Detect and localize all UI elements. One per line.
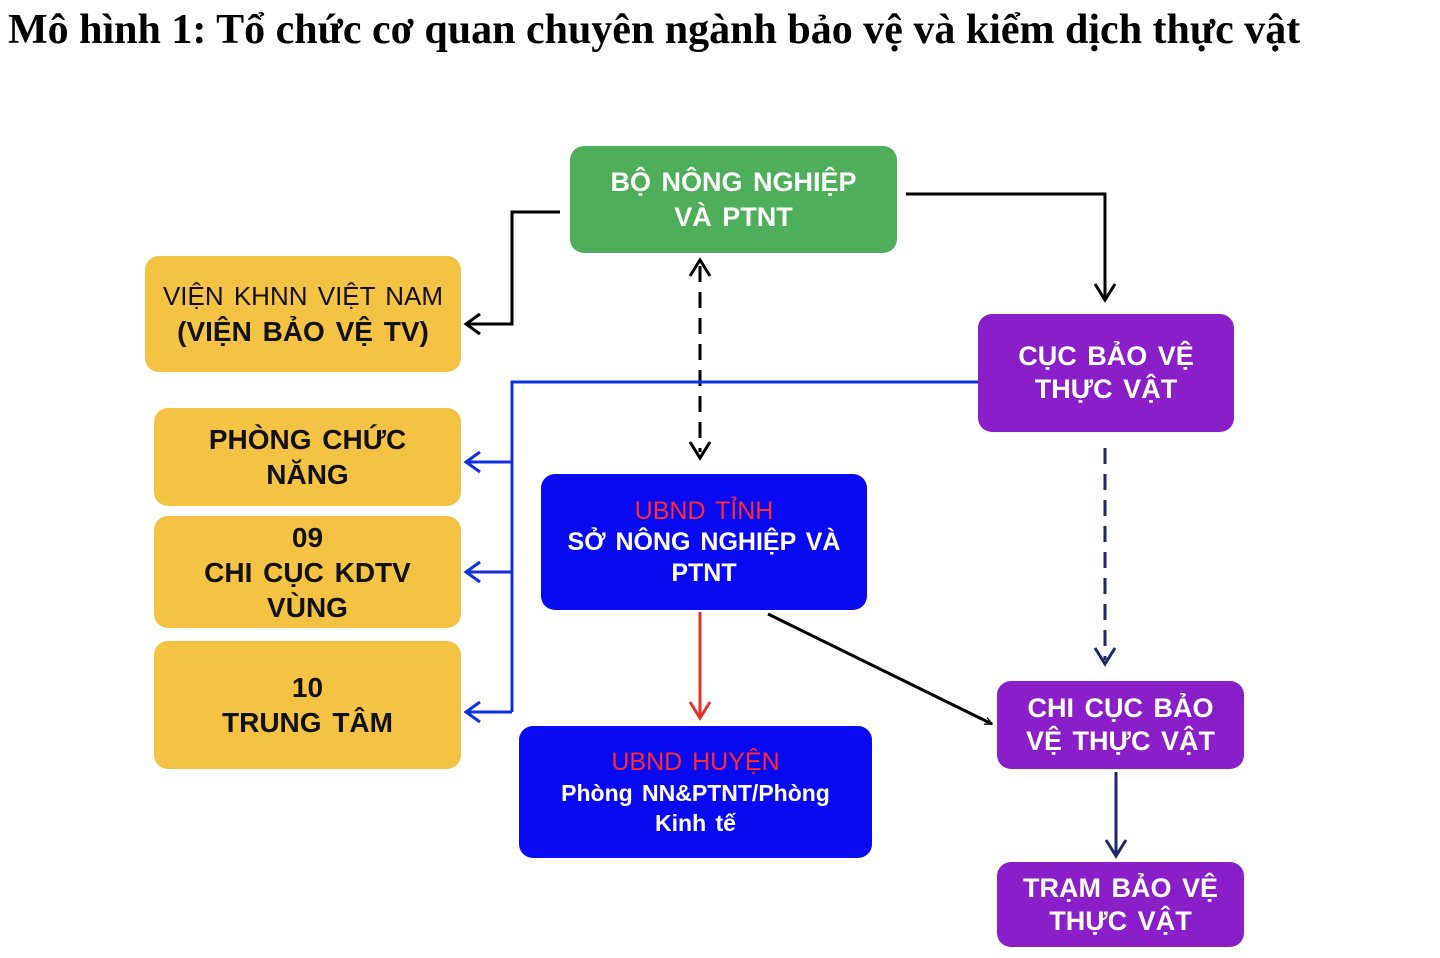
diagram-title: Mô hình 1: Tổ chức cơ quan chuyên ngành … bbox=[8, 7, 1301, 53]
node-bo-nong-nghiep: BỘ NÔNG NGHIỆP VÀ PTNT bbox=[570, 146, 897, 253]
node-trung-tam: 10 TRUNG TÂM bbox=[154, 641, 461, 769]
node-label-line: Phòng NN&PTNT/Phòng bbox=[561, 779, 830, 806]
node-label-line: THỰC VẬT bbox=[1049, 905, 1192, 936]
node-label-line: VỆ THỰC VẬT bbox=[1026, 726, 1215, 756]
node-label-line: UBND TỈNH bbox=[634, 496, 774, 525]
node-label-line: TRUNG TÂM bbox=[222, 707, 393, 738]
node-label-line: SỞ NÔNG NGHIỆP VÀ bbox=[567, 527, 841, 556]
node-label-line: VÙNG bbox=[267, 591, 348, 623]
node-label-line: CỤC BẢO VỆ bbox=[1018, 341, 1194, 371]
node-label-line: VIỆN KHNN VIỆT NAM bbox=[162, 281, 444, 311]
node-label-line: THỰC VẬT bbox=[1034, 374, 1178, 404]
node-label-line: 10 bbox=[291, 672, 324, 703]
node-label-line: PTNT bbox=[671, 558, 737, 587]
node-label-line: CHI CỤC BẢO bbox=[1027, 693, 1214, 723]
node-label-line: TRẠM BẢO VỆ bbox=[1023, 872, 1218, 903]
node-vien-khnn: VIỆN KHNN VIỆT NAM (VIỆN BẢO VỆ TV) bbox=[145, 256, 461, 372]
node-chi-cuc-kdtv-vung: 09 CHI CỤC KDTV VÙNG bbox=[154, 516, 461, 628]
edge-bo-to-vien bbox=[463, 210, 560, 336]
node-label-line: Kinh tế bbox=[655, 809, 736, 836]
node-label-line: (VIỆN BẢO VỆ TV) bbox=[177, 316, 429, 347]
node-label-line: 09 bbox=[291, 521, 324, 553]
node-chi-cuc-bao-ve-thuc-vat: CHI CỤC BẢO VỆ THỰC VẬT bbox=[997, 681, 1244, 769]
node-ubnd-huyen: UBND HUYỆN Phòng NN&PTNT/Phòng Kinh tế bbox=[519, 726, 872, 858]
node-label-line: PHÒNG CHỨC bbox=[208, 424, 407, 455]
edge-bo-so-dashed bbox=[688, 257, 712, 461]
edge-chicuc-to-tram bbox=[1104, 772, 1128, 859]
node-label-line: NĂNG bbox=[266, 459, 349, 490]
edge-bo-to-cuc bbox=[906, 192, 1117, 303]
edge-so-to-chicuc bbox=[767, 612, 992, 726]
node-label-line: VÀ PTNT bbox=[674, 201, 793, 232]
node-phong-chuc-nang: PHÒNG CHỨC NĂNG bbox=[154, 408, 461, 506]
edge-cuc-to-chicuc-dashed bbox=[1093, 448, 1117, 667]
node-ubnd-tinh-so: UBND TỈNH SỞ NÔNG NGHIỆP VÀ PTNT bbox=[541, 474, 867, 610]
node-cuc-bao-ve-thuc-vat: CỤC BẢO VỆ THỰC VẬT bbox=[978, 314, 1234, 432]
node-label-line: BỘ NÔNG NGHIỆP bbox=[610, 166, 857, 197]
edge-so-to-huyen bbox=[688, 612, 712, 721]
node-tram-bao-ve-thuc-vat: TRẠM BẢO VỆ THỰC VẬT bbox=[997, 862, 1244, 947]
edge-cuc-to-units bbox=[463, 380, 978, 724]
node-label-line: UBND HUYỆN bbox=[611, 747, 780, 776]
node-label-line: CHI CỤC KDTV bbox=[204, 556, 411, 588]
